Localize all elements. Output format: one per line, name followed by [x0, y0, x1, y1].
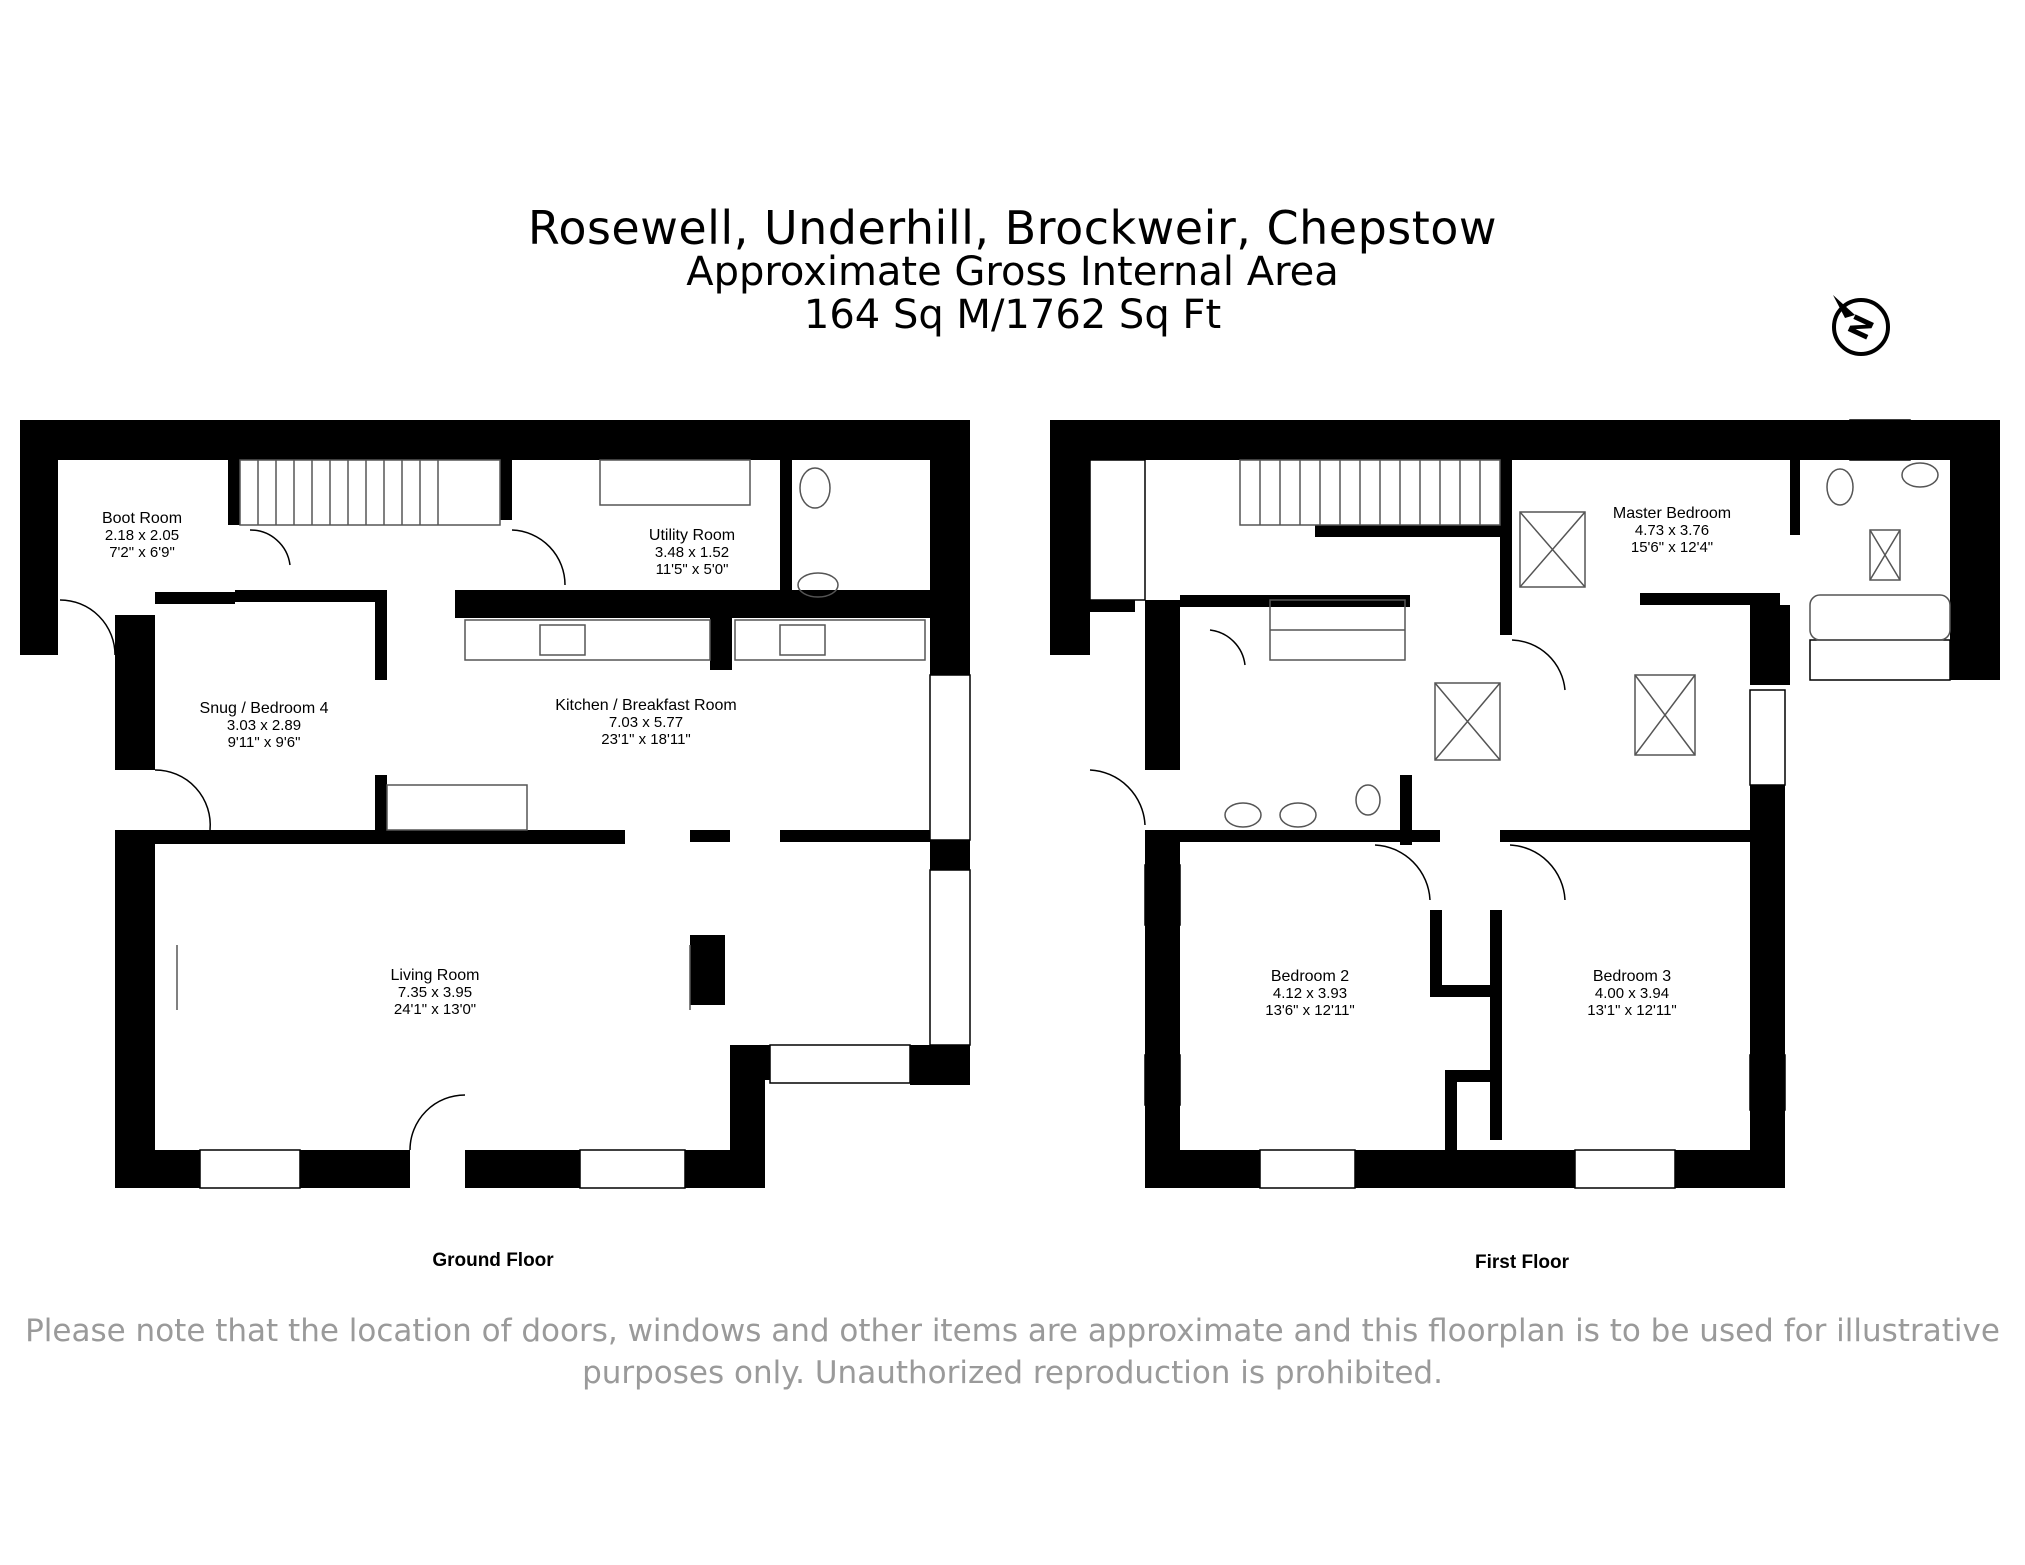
ground-floor-stairs	[239, 459, 501, 526]
room-label-bedroom-2: Bedroom 2 4.12 x 3.93 13'6" x 12'11"	[1265, 968, 1355, 1019]
ground-floor-plan	[20, 420, 971, 1189]
room-label-snug-bedroom-4: Snug / Bedroom 4 3.03 x 2.89 9'11" x 9'6…	[199, 700, 329, 751]
ground-floor-fixtures	[176, 459, 926, 1010]
first-floor-walls	[1050, 420, 2000, 1188]
ground-floor-windows	[199, 674, 971, 1189]
disclaimer-note: Please note that the location of doors, …	[25, 1313, 2000, 1391]
area-value: 164 Sq M/1762 Sq Ft	[803, 292, 1222, 338]
property-title: Rosewell, Underhill, Brockweir, Chepstow	[527, 201, 1498, 255]
area-subtitle: Approximate Gross Internal Area	[686, 249, 1339, 295]
room-label-bedroom-3: Bedroom 3 4.00 x 3.94 13'1" x 12'11"	[1587, 968, 1677, 1019]
first-floor-label: First Floor	[1475, 1252, 1569, 1273]
room-label-living-room: Living Room 7.35 x 3.95 24'1" x 13'0"	[390, 967, 480, 1018]
room-label-kitchen-breakfast-room: Kitchen / Breakfast Room 7.03 x 5.77 23'…	[555, 697, 737, 748]
room-label-utility-room: Utility Room 3.48 x 1.52 11'5" x 5'0"	[648, 527, 736, 578]
ground-floor-walls	[20, 420, 970, 1188]
room-label-master-bedroom: Master Bedroom 4.73 x 3.76 15'6" x 12'4"	[1612, 505, 1732, 556]
ground-floor-doors	[59, 529, 566, 1151]
first-floor-fixtures	[1224, 462, 1951, 828]
north-compass-icon: N	[1832, 295, 1890, 356]
first-floor-stairs	[1239, 459, 1501, 526]
ground-floor-label: Ground Floor	[432, 1250, 554, 1271]
room-label-boot-room: Boot Room 2.18 x 2.05 7'2" x 6'9"	[101, 510, 183, 561]
first-floor-plan	[1050, 419, 2000, 1189]
plan-header: Rosewell, Underhill, Brockweir, Chepstow…	[0, 205, 2025, 337]
first-floor-doors	[1089, 629, 1566, 901]
